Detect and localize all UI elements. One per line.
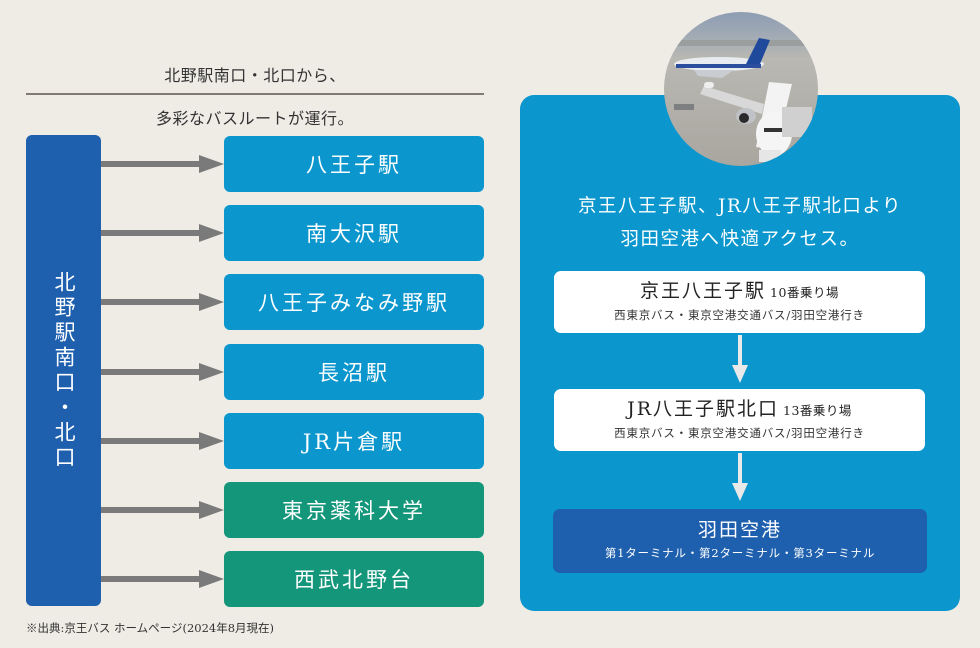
stop-route: 西東京バス・東京空港交通バス/羽田空港行き — [614, 308, 865, 322]
down-arrow-icon — [730, 453, 750, 501]
destination-box: 長沼駅 — [224, 344, 484, 400]
destination-label: 南大沢駅 — [306, 222, 402, 246]
stop-platform: 10番乗り場 — [770, 285, 839, 300]
origin-box: 北野駅南口・北口 — [26, 135, 101, 606]
destination-label: 八王子駅 — [306, 153, 402, 177]
destination-label: 長沼駅 — [318, 361, 390, 385]
panel-title: 京王八王子駅、JR八王子駅北口より 羽田空港へ快適アクセス。 — [520, 190, 960, 256]
heading-line-2: 多彩なバスルートが運行。 — [155, 109, 354, 128]
destination-label: JR片倉駅 — [302, 430, 406, 454]
stop-route: 西東京バス・東京空港交通バス/羽田空港行き — [614, 426, 865, 440]
airport-name: 羽田空港 — [697, 519, 782, 541]
arrow-right-icon — [101, 292, 224, 312]
heading-line-1: 北野駅南口・北口から、 — [164, 66, 346, 85]
destination-box: 西武北野台 — [224, 551, 484, 607]
destination-box: 八王子駅 — [224, 136, 484, 192]
source-note: ※出典:京王バス ホームページ(2024年8月現在) — [26, 621, 275, 635]
arrow-right-icon — [101, 569, 224, 589]
arrow-right-icon — [101, 223, 224, 243]
panel-title-line-1: 京王八王子駅、JR八王子駅北口より — [578, 196, 902, 217]
airport-box: 羽田空港 第1ターミナル・第2ターミナル・第3ターミナル — [553, 509, 927, 573]
destination-label: 八王子みなみ野駅 — [258, 291, 450, 315]
panel-title-line-2: 羽田空港へ快適アクセス。 — [620, 229, 860, 250]
stop-name: 京王八王子駅 — [640, 280, 767, 302]
arrow-right-icon — [101, 154, 224, 174]
destination-box: 南大沢駅 — [224, 205, 484, 261]
heading-divider — [26, 93, 484, 95]
stop-name: JR八王子駅北口 — [627, 398, 780, 420]
down-arrow-icon — [730, 335, 750, 383]
destination-label: 東京薬科大学 — [282, 499, 426, 523]
stop-platform: 13番乗り場 — [783, 403, 852, 418]
destination-box: JR片倉駅 — [224, 413, 484, 469]
arrow-right-icon — [101, 500, 224, 520]
airplane-photo-icon — [664, 12, 818, 166]
destination-box: 東京薬科大学 — [224, 482, 484, 538]
destination-label: 西武北野台 — [294, 568, 414, 592]
destination-box: 八王子みなみ野駅 — [224, 274, 484, 330]
arrow-right-icon — [101, 431, 224, 451]
arrow-right-icon — [101, 362, 224, 382]
airport-terminals: 第1ターミナル・第2ターミナル・第3ターミナル — [604, 546, 876, 560]
origin-label: 北野駅南口・北口 — [52, 270, 76, 471]
